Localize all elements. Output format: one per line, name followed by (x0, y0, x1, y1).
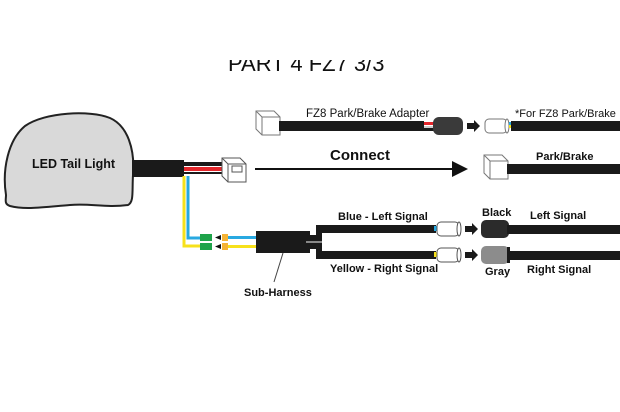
arrow-right-icon (467, 120, 480, 132)
blue-left-signal-label: Blue - Left Signal (338, 211, 428, 223)
diagram-title: PART 4 FZ7 3/3 (228, 51, 385, 76)
park-brake-label: Park/Brake (536, 151, 594, 163)
arrow-right-icon (465, 223, 478, 235)
blue-wire (186, 176, 200, 240)
right-signal-label: Right Signal (527, 264, 591, 276)
arrow-icon (215, 235, 221, 240)
fz8-note-label: *For FZ8 Park/Brake (515, 108, 616, 120)
park-brake-cable (507, 164, 620, 174)
red-wire (184, 167, 222, 171)
right-signal-output-cable (508, 251, 620, 260)
black-wire (184, 162, 222, 166)
adapter-cable (279, 121, 424, 131)
main-cable (132, 160, 184, 177)
arrow-icon (215, 244, 221, 249)
adapter-plug (433, 117, 463, 135)
left-signal-label: Left Signal (530, 210, 586, 222)
bullet-connector-right (436, 247, 462, 263)
sub-harness-label: Sub-Harness (244, 287, 312, 299)
park-brake-connector (483, 154, 509, 180)
orange-connector-blue (222, 234, 228, 241)
tail-light-label: LED Tail Light (32, 157, 116, 171)
arrow-right-icon (465, 249, 478, 261)
gray-label: Gray (485, 266, 511, 278)
fz8-bullet-connector (484, 118, 510, 134)
green-connector-yellow (200, 243, 212, 250)
tail-light-connector (221, 157, 247, 183)
fz8-cable (511, 121, 620, 131)
orange-connector-yellow (222, 243, 228, 250)
connect-label: Connect (330, 147, 390, 164)
gray-connector (481, 246, 509, 264)
left-signal-cable (316, 225, 436, 233)
bullet-connector-left (436, 221, 462, 237)
yellow-right-signal-label: Yellow - Right Signal (330, 263, 438, 275)
sub-harness-body (256, 231, 310, 253)
led-tail-light (3, 112, 135, 209)
right-signal-cable (316, 251, 436, 259)
yellow-wire (182, 176, 200, 248)
green-connector-blue (200, 234, 212, 241)
adapter-connector (255, 110, 281, 136)
left-signal-output-cable (507, 225, 620, 234)
black-label: Black (482, 207, 512, 219)
black-connector (481, 220, 509, 238)
adapter-label: FZ8 Park/Brake Adapter (306, 108, 430, 120)
